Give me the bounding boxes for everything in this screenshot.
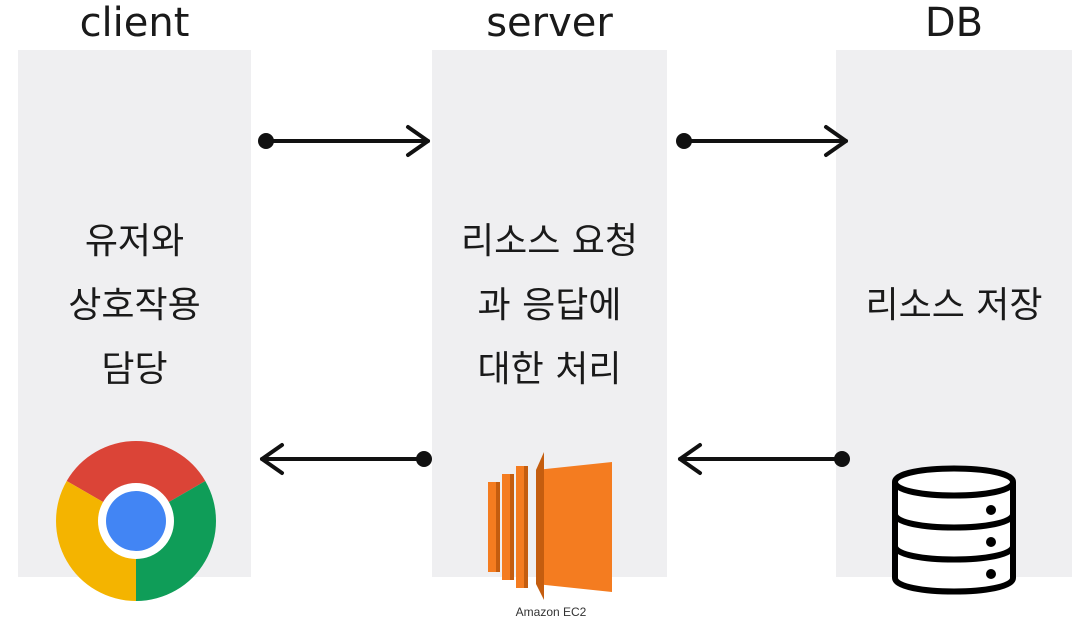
server-description: 리소스 요청 과 응답에 대한 처리: [432, 210, 667, 402]
chrome-icon: [56, 441, 216, 601]
client-line-1: 유저와: [84, 221, 185, 262]
db-line-1: 리소스 저장: [865, 285, 1043, 326]
server-line-1: 리소스 요청: [460, 221, 639, 262]
client-line-2: 상호작용: [68, 285, 201, 326]
amazon-ec2-caption: Amazon EC2: [515, 605, 587, 619]
server-line-3: 대한 처리: [477, 349, 622, 390]
client-title: client: [79, 0, 190, 46]
server-to-db-arrow: [676, 125, 848, 157]
db-to-server-arrow: [678, 443, 850, 475]
client-to-server-arrow: [258, 125, 430, 157]
server-to-client-arrow: [260, 443, 432, 475]
server-line-2: 과 응답에: [477, 285, 622, 326]
amazon-ec2-icon: [488, 452, 612, 600]
client-line-3: 담당: [101, 349, 168, 390]
server-title: server: [486, 0, 613, 46]
db-title: DB: [924, 0, 984, 46]
client-description: 유저와 상호작용 담당: [18, 210, 251, 402]
db-description: 리소스 저장: [836, 274, 1072, 338]
database-icon: [892, 465, 1016, 595]
